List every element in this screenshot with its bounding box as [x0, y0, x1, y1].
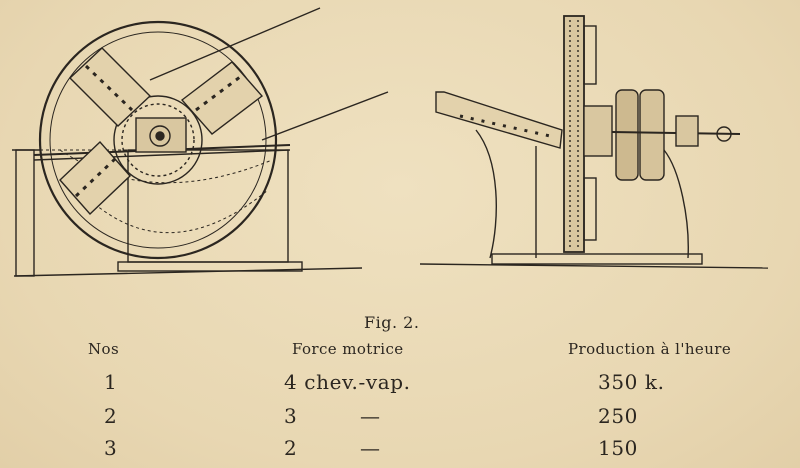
knife-arm	[180, 61, 264, 135]
front-elevation	[12, 7, 389, 277]
pulley	[639, 89, 665, 181]
ground-line-right	[419, 263, 769, 269]
machine-engraving	[12, 7, 769, 277]
row-1-production: 350 k.	[598, 370, 665, 394]
inclined-feed-table	[435, 91, 563, 149]
figure-caption: Fig. 2.	[364, 313, 420, 332]
row-3-number: 3	[104, 436, 118, 460]
row-1-force: 4 chev.-vap.	[284, 370, 411, 394]
row-3-production: 150	[598, 436, 638, 460]
side-base	[491, 253, 703, 265]
ground-line-left	[13, 267, 363, 277]
row-3-force: 2	[284, 436, 298, 460]
flywheel-rim	[38, 20, 278, 260]
pedestal	[127, 149, 289, 263]
feed-chute-line	[261, 91, 389, 141]
side-hub	[583, 105, 613, 157]
row-1-number: 1	[104, 370, 118, 394]
side-elevation	[419, 15, 769, 269]
knife-arm	[59, 140, 131, 216]
header-force-motrice: Force motrice	[292, 340, 404, 358]
knife-arm	[68, 47, 152, 127]
side-column	[15, 149, 35, 277]
flywheel-hub	[113, 95, 203, 185]
bearing	[675, 115, 699, 147]
row-2-dash: —	[360, 404, 381, 428]
header-production: Production à l'heure	[568, 340, 732, 358]
feed-chute-line	[149, 7, 321, 81]
header-nos: Nos	[88, 340, 120, 358]
row-2-number: 2	[104, 404, 118, 428]
row-2-production: 250	[598, 404, 638, 428]
row-2-force: 3	[284, 404, 298, 428]
flywheel-edge	[563, 15, 585, 253]
pedestal-base	[117, 261, 303, 272]
pulley	[615, 89, 639, 181]
row-3-dash: —	[360, 436, 381, 460]
